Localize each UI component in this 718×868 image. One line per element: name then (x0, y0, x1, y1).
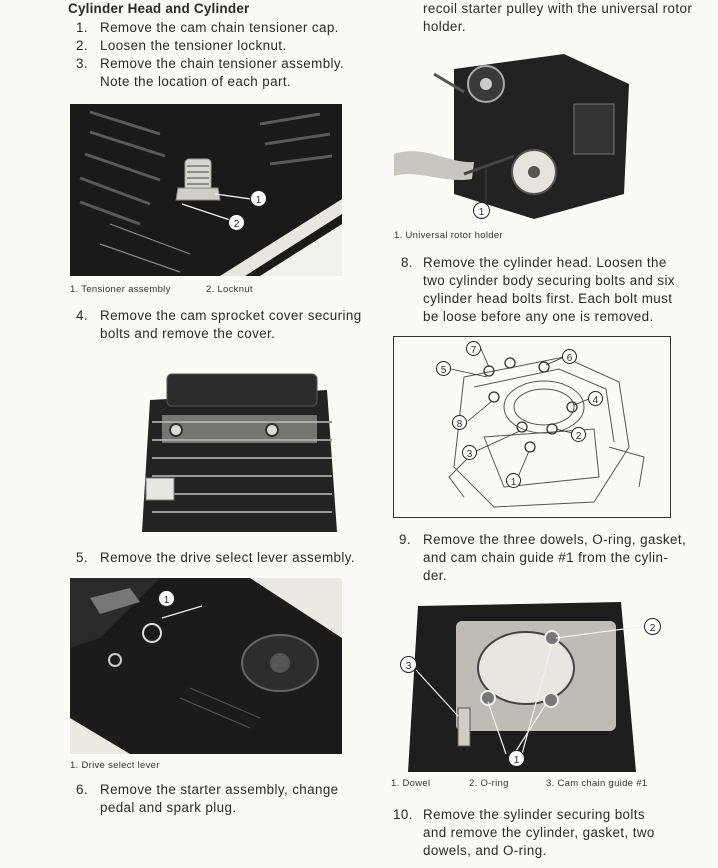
callout-3: 3 (400, 656, 417, 673)
step-9: 9. Remove the three dowels, O-ring, gask… (399, 531, 699, 585)
step-6: 6. Remove the starter assembly, change p… (76, 781, 366, 817)
step-text-line3: der. (423, 568, 447, 583)
step-text-line2: and cam chain guide #1 from the cylin- (423, 550, 669, 565)
section-heading: Cylinder Head and Cylinder (68, 1, 250, 16)
step-text-line2: bolts and remove the cover. (100, 326, 276, 341)
step-text: Remove the sylinder securing bolts (423, 807, 645, 822)
step-text: Remove the starter assembly, change (100, 782, 339, 797)
figure-caption: 2. O-ring (469, 778, 509, 789)
step-text: Remove the chain tensioner assembly. (100, 56, 345, 71)
callout-1-label: 1 (478, 207, 485, 218)
step-text: Remove the three dowels, O-ring, gasket, (423, 532, 687, 547)
callout-2-label: 2 (233, 219, 240, 230)
step-2: 2. Loosen the tensioner locknut. (76, 37, 376, 55)
step-text-line4: be loose before any one is removed. (423, 309, 654, 324)
bolt-sequence-diagram: 7 5 6 4 8 2 3 1 (393, 336, 671, 518)
step-1: 1. Remove the cam chain tensioner cap. (76, 19, 376, 37)
bolt-callout-3: 3 (462, 445, 477, 460)
step-text: recoil starter pulley with the universal… (423, 1, 693, 16)
callout-1: 1 (508, 750, 525, 767)
drive-select-lever-photo: 1 (70, 578, 342, 754)
bolt-callout-2: 2 (571, 427, 586, 442)
step-number: 3. (76, 56, 88, 71)
bolt-callout-5: 5 (436, 361, 451, 376)
cam-cover-photo (132, 360, 342, 532)
step-text-line2: Note the location of each part. (100, 74, 292, 89)
callout-1: 1 (158, 590, 175, 607)
callout-label: 2 (575, 431, 582, 442)
figure-caption: 1. Dowel (391, 778, 431, 789)
step-number: 10. (393, 807, 413, 822)
rotor-holder-photo: 1 (394, 44, 644, 224)
callout-1-label: 1 (255, 195, 262, 206)
step-text-line3: dowels, and O-ring. (423, 843, 547, 858)
callout-label: 3 (466, 449, 473, 460)
continued-text: recoil starter pulley with the universal… (423, 0, 703, 36)
step-text: Remove the cam chain tensioner cap. (100, 20, 339, 35)
step-text-line2: and remove the cylinder, gasket, two (423, 825, 655, 840)
step-3: 3. Remove the chain tensioner assembly. … (76, 55, 376, 91)
bolt-callout-4: 4 (588, 391, 603, 406)
callout-3-label: 3 (405, 661, 412, 672)
tensioner-photo: 1 2 (70, 104, 342, 276)
figure-caption: 1. Drive select lever (70, 760, 160, 771)
bolt-callout-6: 6 (562, 349, 577, 364)
cylinder-dowels-photo: 1 2 3 (396, 596, 670, 772)
step-text: Remove the drive select lever assembly. (100, 550, 355, 565)
step-text-line3: cylinder head bolts first. Each bolt mus… (423, 291, 673, 306)
callout-1-label: 1 (163, 595, 170, 606)
callout-label: 1 (510, 477, 517, 488)
callout-label: 4 (592, 395, 599, 406)
bolt-callout-7: 7 (466, 341, 481, 356)
callout-label: 6 (566, 353, 573, 364)
step-text: Loosen the tensioner locknut. (100, 38, 287, 53)
callout-1: 1 (250, 190, 267, 207)
step-4: 4. Remove the cam sprocket cover securin… (76, 307, 366, 343)
callout-label: 7 (470, 345, 477, 356)
callout-label: 5 (440, 365, 447, 376)
figure-caption: 2. Locknut (206, 284, 253, 295)
figure-caption: 3. Cam chain guide #1 (546, 778, 648, 789)
step-number: 9. (399, 532, 411, 547)
step-8: 8. Remove the cylinder head. Loosen the … (401, 254, 701, 326)
step-number: 5. (76, 550, 88, 565)
step-text-line2: holder. (423, 19, 467, 34)
step-number: 6. (76, 782, 88, 797)
step-text: Remove the cylinder head. Loosen the (423, 255, 667, 270)
step-number: 1. (76, 20, 88, 35)
bolt-callout-8: 8 (452, 415, 467, 430)
step-text-line2: two cylinder body securing bolts and six (423, 273, 675, 288)
step-10: 10. Remove the sylinder securing bolts a… (393, 806, 693, 860)
callout-1-label: 1 (513, 755, 520, 766)
step-number: 4. (76, 308, 88, 323)
step-number: 8. (401, 255, 413, 270)
bolt-callout-1: 1 (506, 473, 521, 488)
figure-caption: 1. Universal rotor holder (394, 230, 503, 241)
callout-1: 1 (473, 202, 490, 219)
callout-2: 2 (644, 618, 661, 635)
figure-caption: 1. Tensioner assembly (70, 284, 171, 295)
step-number: 2. (76, 38, 88, 53)
step-5: 5. Remove the drive select lever assembl… (76, 549, 376, 567)
callout-label: 8 (456, 419, 463, 430)
callout-2: 2 (228, 214, 245, 231)
step-text: Remove the cam sprocket cover securing (100, 308, 362, 323)
callout-2-label: 2 (649, 623, 656, 634)
step-text-line2: pedal and spark plug. (100, 800, 237, 815)
